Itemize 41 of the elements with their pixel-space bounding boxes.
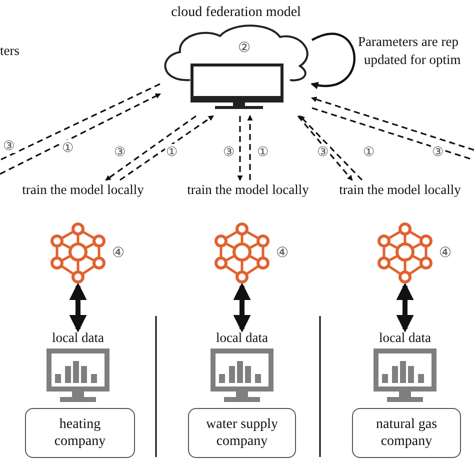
double-arrow	[69, 282, 87, 332]
edge-label: ①	[61, 140, 75, 155]
note-text: updated for optim	[364, 51, 461, 68]
edge-label: ③	[2, 138, 16, 153]
diagram-heading: cloud federation model	[170, 4, 302, 22]
step-number: ④	[276, 246, 289, 262]
network-icon	[212, 222, 272, 286]
data-label: local data	[202, 329, 282, 347]
step-label: train the model locally	[13, 180, 153, 200]
edge-label: ③	[316, 144, 330, 159]
dashed-arrow	[297, 115, 353, 181]
double-arrow	[396, 282, 414, 332]
edge-label: ①	[256, 144, 270, 159]
data-label: local data	[38, 329, 118, 347]
edge-label: ③	[222, 144, 236, 159]
note-text: ters	[0, 42, 20, 59]
edge-label: ③	[431, 144, 445, 159]
double-arrow	[233, 282, 251, 332]
step-number: ②	[238, 40, 251, 58]
company-box: water supply company	[188, 408, 296, 458]
dashed-arrow	[310, 96, 474, 151]
step-label: train the model locally	[178, 180, 318, 200]
step-number: ④	[439, 246, 452, 262]
data-label: local data	[365, 329, 445, 347]
network-icon	[375, 222, 435, 286]
step-label: train the model locally	[330, 180, 470, 200]
note-text: Parameters are rep	[358, 33, 458, 50]
dashed-arrow	[237, 116, 243, 182]
loop-arrow	[310, 32, 356, 89]
dashed-arrow	[120, 115, 214, 181]
company-box: natural gas company	[352, 408, 461, 458]
dashed-arrow	[105, 115, 196, 181]
step-number: ④	[112, 246, 125, 262]
dashed-arrow	[247, 114, 253, 180]
dashed-arrow	[299, 115, 363, 181]
edge-label: ③	[113, 144, 127, 159]
network-icon	[48, 222, 108, 286]
dashed-arrow	[0, 93, 161, 175]
edge-label: ①	[165, 144, 179, 159]
company-box: heating company	[25, 408, 135, 458]
edge-label: ①	[362, 144, 376, 159]
